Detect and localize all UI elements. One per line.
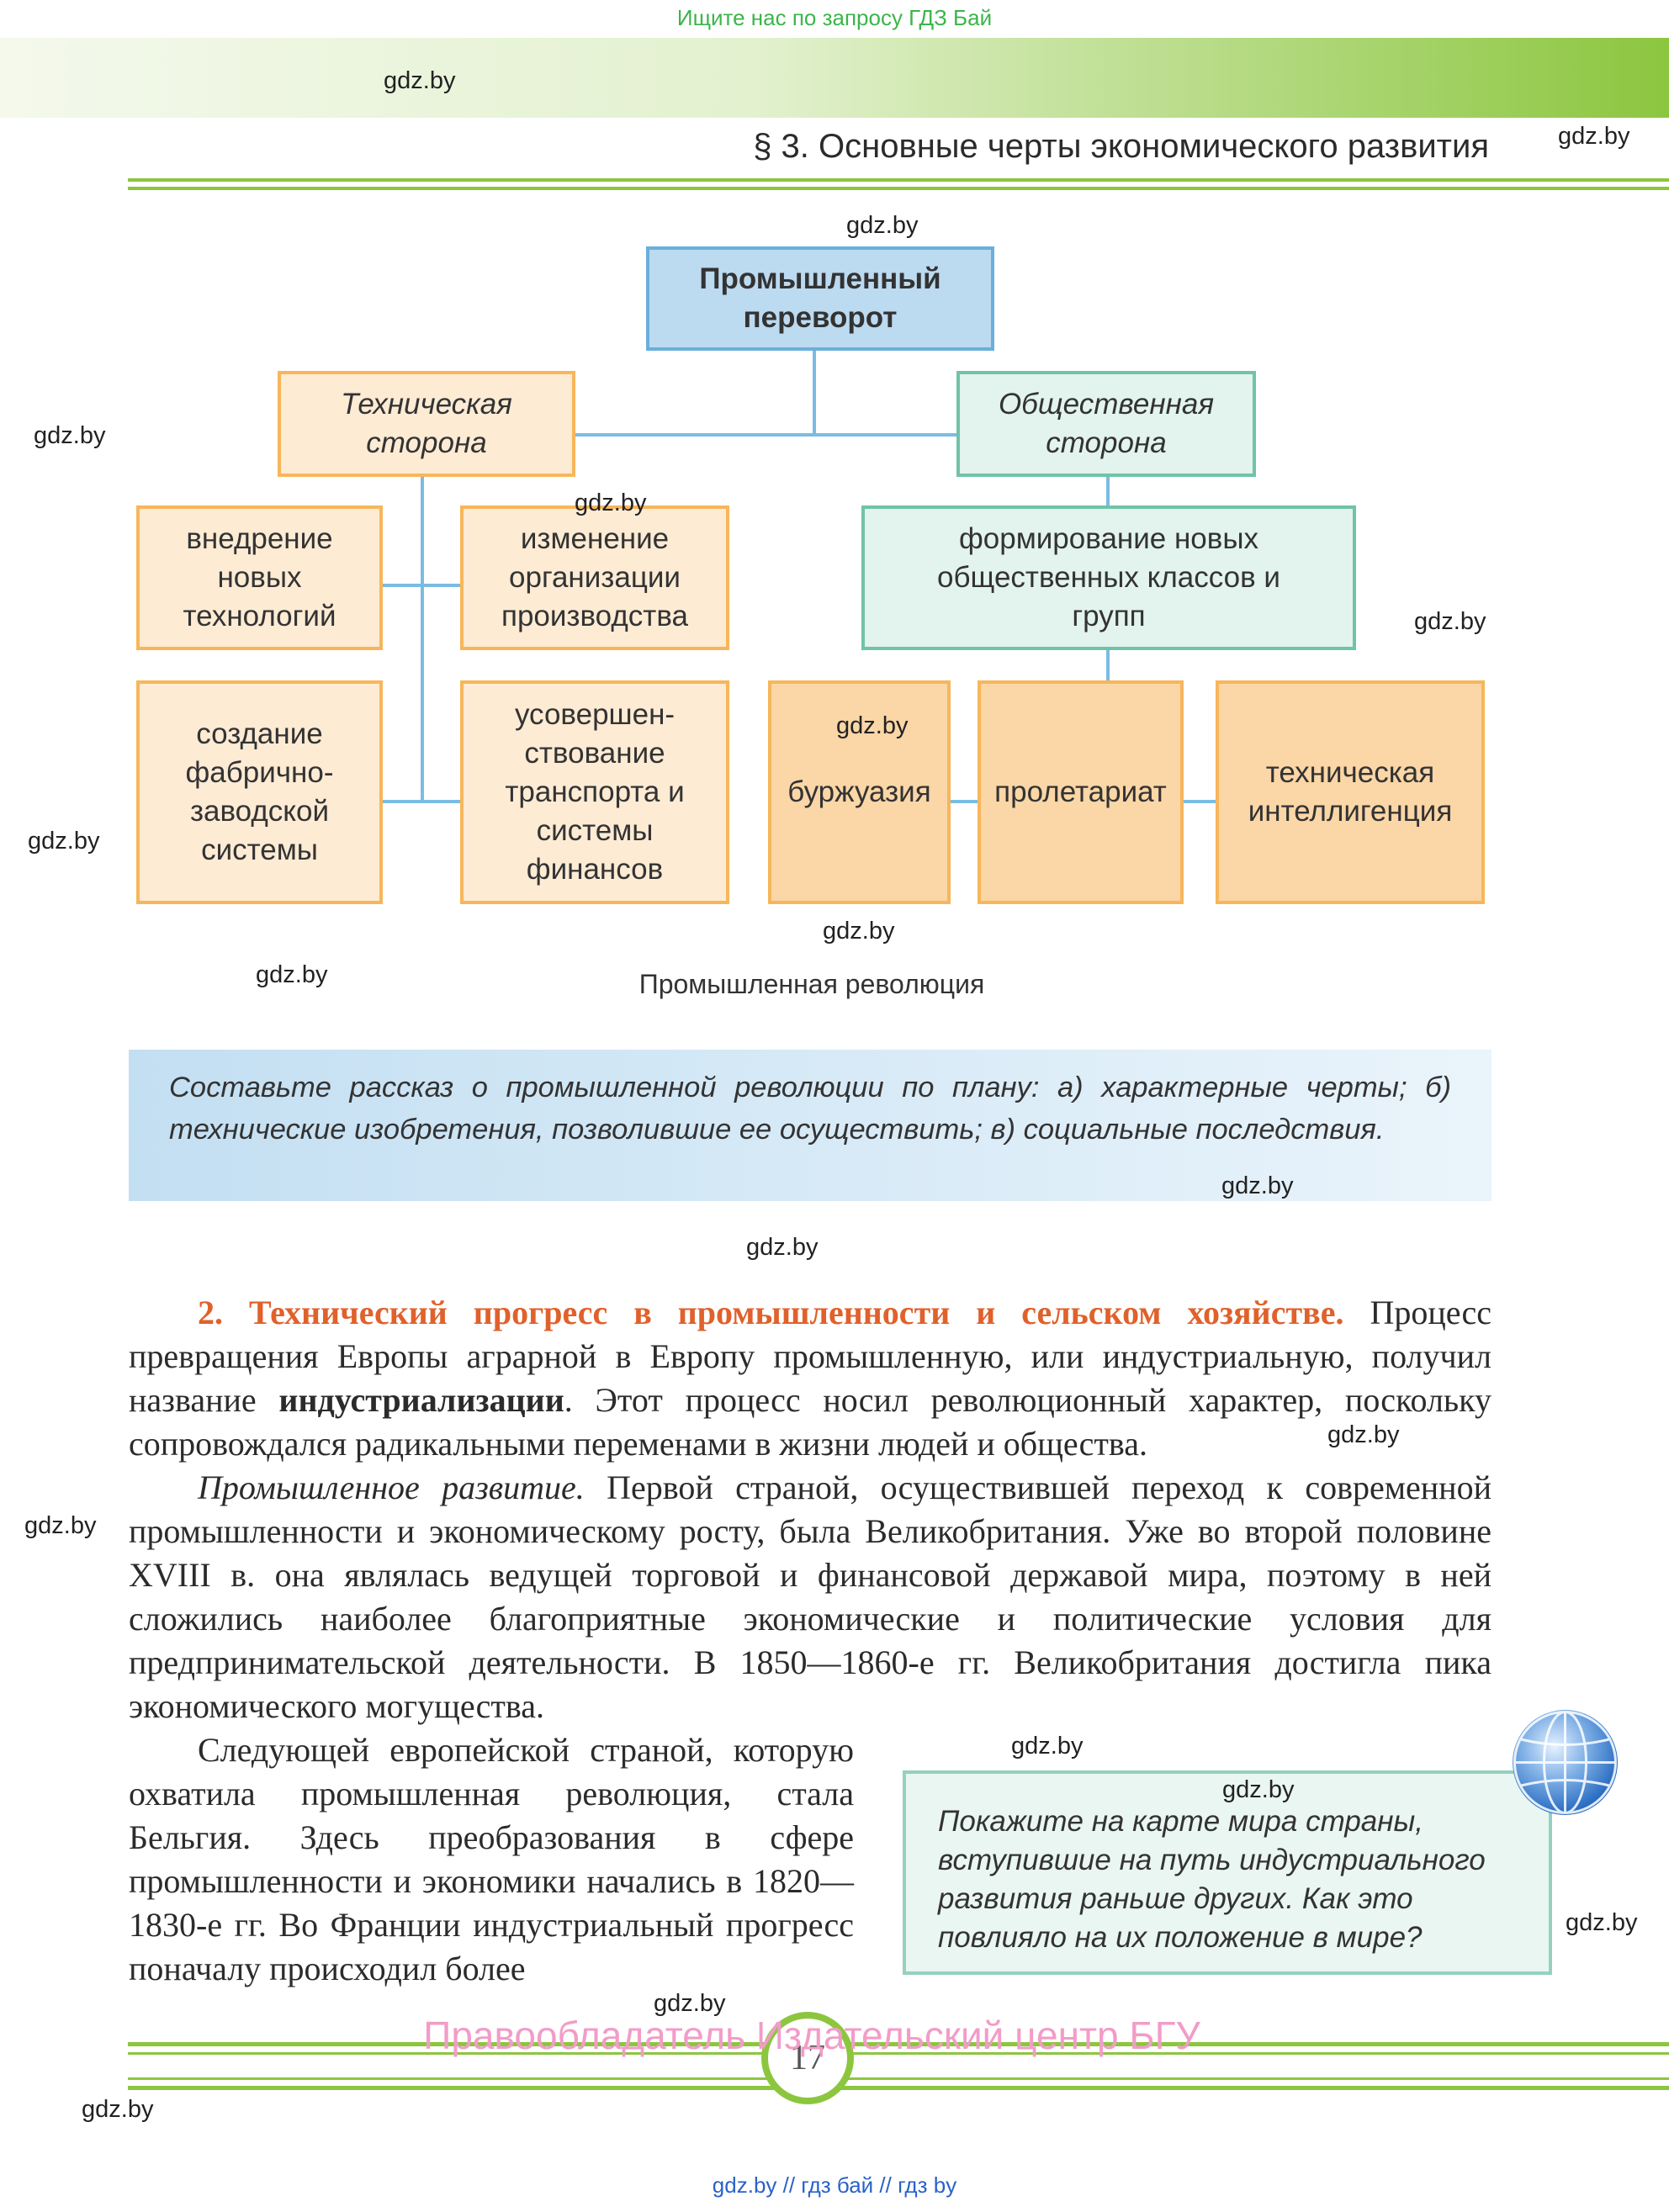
watermark: gdz.by [654,1990,726,2017]
diagram-tech-item: усовершен-ствование транспорта и системы… [460,680,729,904]
diagram-tech-item: внедрение новых технологий [136,505,383,650]
watermark: gdz.by [256,961,328,988]
footer-rule-2 [128,2052,1669,2055]
diagram-technical-side: Техническая сторона [278,371,575,477]
copyright-notice: Правообладатель Издательский центр БГУ [423,2014,1200,2057]
connector-tech-trunk [421,477,424,801]
paragraph-heading: 2. Технический прогресс в промышленности… [198,1294,1344,1331]
page-number: 17 [761,2012,854,2104]
diagram-social-item: формирование новых общественных классов … [861,505,1356,650]
footer-rule-3 [128,2077,1669,2080]
section-title: § 3. Основные черты экономического разви… [753,128,1489,165]
connector-class-2-3 [1182,800,1217,803]
watermark: gdz.by [1221,1172,1294,1199]
footer-rule-4 [128,2086,1669,2090]
watermark: gdz.by [82,2096,154,2123]
header-rule-top [128,178,1669,182]
connector-social-down [1106,477,1110,506]
paragraph-belgium-france: Следующей европейской страной, которую о… [129,1731,854,1987]
diagram-class-box: пролетариат [978,680,1184,904]
watermark: gdz.by [1327,1421,1400,1448]
connector-class-1-2 [949,800,978,803]
watermark: gdz.by [846,212,919,239]
diagram-tech-item: изменение организации производства [460,505,729,650]
diagram-root: Промышленный переворот [646,246,994,351]
connector-root-down [813,351,816,435]
watermark: gdz.by [28,828,100,855]
watermark: gdz.by [1011,1733,1084,1760]
diagram-social-side: Общественная сторона [956,371,1256,477]
diagram-caption: Промышленная революция [638,969,985,999]
watermark: gdz.by [24,1512,97,1539]
watermark: gdz.by [1414,608,1486,635]
connector-social-to-classes [1106,649,1110,683]
paragraph-text: . Этот процесс носил революционный харак… [129,1381,1492,1463]
diagram-tech-item: создание фабрично-заводской системы [136,680,383,904]
diagram-class-box: техническая интеллигенция [1216,680,1485,904]
top-banner[interactable]: Ищите нас по запросу ГДЗ Бай [676,5,993,30]
question-box: Покажите на карте мира страны, вступивши… [903,1770,1552,1975]
watermark: gdz.by [836,712,909,739]
watermark: gdz.by [1566,1909,1638,1936]
paragraph-lead: Промышленное развитие. [198,1468,585,1506]
header-band [0,38,1669,118]
paragraph-text: Процесс превращения Европы аграрной в Ев… [129,1294,1492,1419]
header-rule-bottom [128,187,1669,190]
diagram-class-box: буржуазия [768,680,951,904]
watermark: gdz.by [575,489,647,516]
watermark: gdz.by [34,422,106,449]
paragraph-industrial-development: Промышленное развитие. Первой страной, о… [129,1466,1492,1728]
globe-icon [1513,1710,1618,1815]
connector-horizontal-top [575,433,957,437]
footer-links[interactable]: gdz.by // гдз бай // гдз by [712,2172,957,2198]
paragraph-industrialization: 2. Технический прогресс в промышленности… [129,1291,1492,1466]
watermark: gdz.by [384,67,456,94]
watermark: gdz.by [746,1234,819,1261]
paragraph-text: Первой страной, осуществившей переход к … [129,1468,1492,1725]
connector-tech-row2 [381,800,462,803]
footer-rule-1 [128,2042,1669,2046]
watermark: gdz.by [1558,123,1630,150]
watermark: gdz.by [823,918,895,945]
term-industrialization: индустриализации [278,1381,564,1419]
connector-tech-row1 [381,584,462,587]
task-box: Составьте рассказ о промышленной революц… [129,1050,1492,1201]
watermark: gdz.by [1222,1776,1295,1803]
